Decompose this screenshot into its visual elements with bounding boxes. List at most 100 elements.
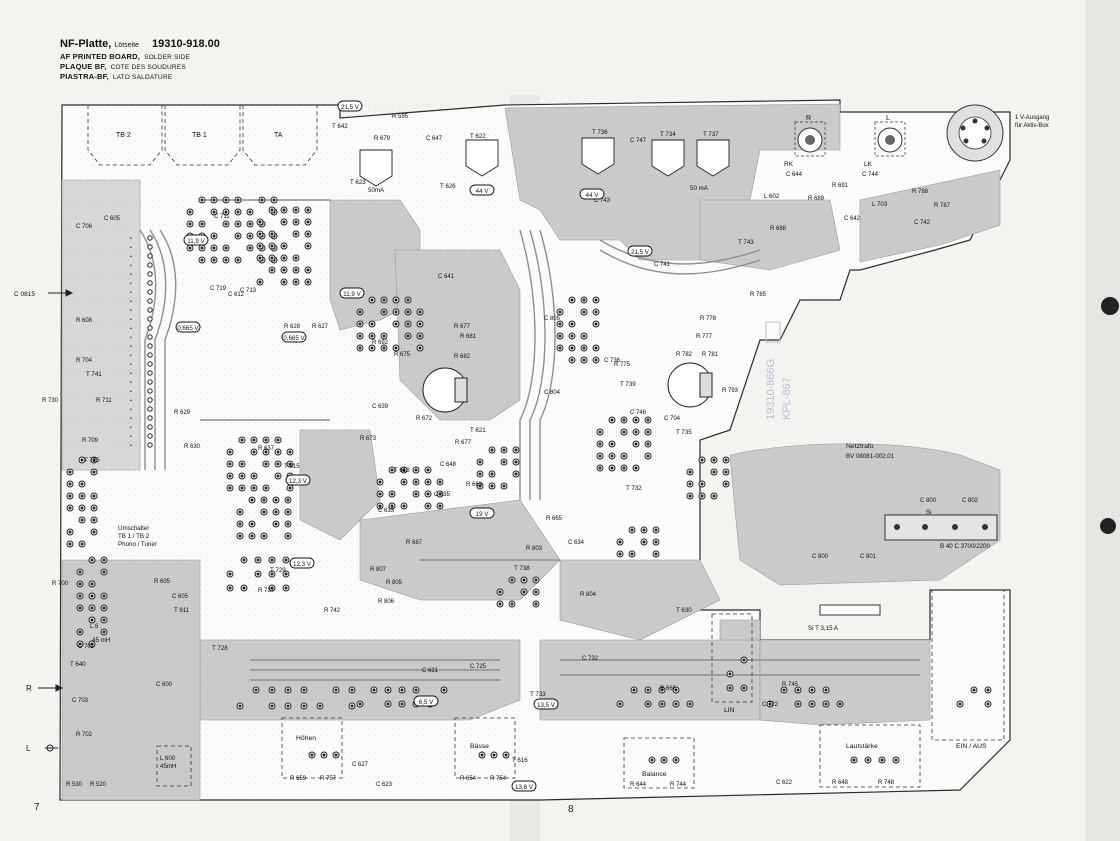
pad-hole	[414, 468, 418, 472]
r673-label: R 673	[360, 436, 377, 442]
t728-label: T 728	[212, 645, 228, 652]
pad-hole	[228, 486, 232, 490]
pad-hole	[742, 686, 746, 690]
pad-hole	[68, 494, 72, 498]
r605-label: R 605	[154, 579, 171, 585]
pad-hole	[102, 570, 106, 574]
title-fr: PLAQUE BF,	[60, 61, 107, 71]
pad-hole	[68, 482, 72, 486]
c713-label: C 713	[240, 288, 257, 294]
pad-hole	[418, 346, 422, 350]
50ma-label-a: 50mA	[368, 187, 385, 194]
c631-label: C 631	[422, 668, 439, 674]
lk-label: LK	[864, 161, 873, 168]
pad-hole	[598, 454, 602, 458]
pad-hole	[262, 534, 266, 538]
t735-label: T 735	[676, 429, 692, 436]
t741-label: T 741	[86, 371, 102, 378]
pad-hole	[270, 572, 274, 576]
pad-hole	[90, 618, 94, 622]
pad-hole	[102, 606, 106, 610]
t615-label: T 615	[284, 463, 300, 470]
c639-label: C 639	[372, 404, 389, 410]
pad-hole	[712, 470, 716, 474]
pad-hole	[270, 704, 274, 708]
pad-hole	[522, 590, 526, 594]
pad-hole	[866, 758, 870, 762]
pad-hole	[350, 704, 354, 708]
page-number-left: 7	[34, 802, 40, 813]
pad-hole	[634, 466, 638, 470]
pad-hole	[282, 220, 286, 224]
voltage-badge-v44b: 44 V	[579, 188, 605, 200]
r745-label: R 745	[782, 682, 799, 688]
pad-hole	[700, 494, 704, 498]
t642-label: T 642	[332, 123, 348, 130]
r637-label: R 637	[258, 446, 275, 452]
pad-hole	[236, 222, 240, 226]
balance-label: Balance	[642, 771, 667, 778]
pad-hole	[594, 310, 598, 314]
pad-hole	[238, 510, 242, 514]
pad-hole	[650, 758, 654, 762]
title-de: NF-Platte,	[60, 38, 112, 50]
pad-hole	[188, 210, 192, 214]
pad-hole	[646, 702, 650, 706]
pad-hole	[390, 504, 394, 508]
pad-hole	[442, 688, 446, 692]
r711-label: R 711	[96, 398, 112, 404]
t622-body	[465, 139, 499, 177]
c703-label: C 703	[72, 698, 89, 704]
pad-hole	[510, 602, 514, 606]
t621-label: T 621	[470, 427, 486, 434]
c805-label: C 805	[544, 316, 561, 322]
pad-hole	[286, 522, 290, 526]
pad-hole	[370, 298, 374, 302]
c804-label: C 804	[544, 390, 561, 396]
t739-label: T 739	[620, 381, 636, 388]
pad-hole	[570, 322, 574, 326]
c633-label: C 633	[378, 508, 395, 514]
pad-hole	[880, 758, 884, 762]
pad-hole	[250, 534, 254, 538]
ribbon-pad	[147, 370, 153, 376]
si-label: Si	[926, 509, 932, 516]
pad-hole	[700, 482, 704, 486]
page-edge	[1085, 0, 1120, 841]
ribbon-pad	[147, 316, 153, 322]
ribbon-pad	[147, 325, 153, 331]
pad-hole	[688, 470, 692, 474]
pad-hole	[248, 234, 252, 238]
pad-hole	[824, 688, 828, 692]
pad-hole	[728, 686, 732, 690]
driver-heatsinks	[422, 362, 713, 413]
pad-hole	[212, 210, 216, 214]
pad-hole	[558, 346, 562, 350]
c741-label: C 741	[654, 262, 671, 268]
pad-hole	[258, 280, 262, 284]
pad-hole	[498, 590, 502, 594]
pad-hole	[80, 542, 84, 546]
r665-label: R 665	[546, 516, 563, 522]
ta-outline	[242, 105, 318, 166]
pad-hole	[514, 472, 518, 476]
ribbon-pad	[147, 433, 153, 439]
pad-hole	[654, 540, 658, 544]
pad-hole	[264, 438, 268, 442]
pad-hole	[252, 474, 256, 478]
pad-hole	[646, 454, 650, 458]
l703-label: L 703	[872, 201, 888, 208]
pad-hole	[80, 482, 84, 486]
pad-hole	[504, 753, 508, 757]
pad-hole	[284, 586, 288, 590]
pad-hole	[642, 540, 646, 544]
pad-hole	[270, 558, 274, 562]
pad-hole	[598, 430, 602, 434]
copper-output	[699, 199, 841, 271]
pad-hole	[90, 642, 94, 646]
pad-hole	[394, 346, 398, 350]
rk-label: RK	[784, 161, 794, 168]
pad-hole	[634, 418, 638, 422]
pad-hole	[282, 256, 286, 260]
